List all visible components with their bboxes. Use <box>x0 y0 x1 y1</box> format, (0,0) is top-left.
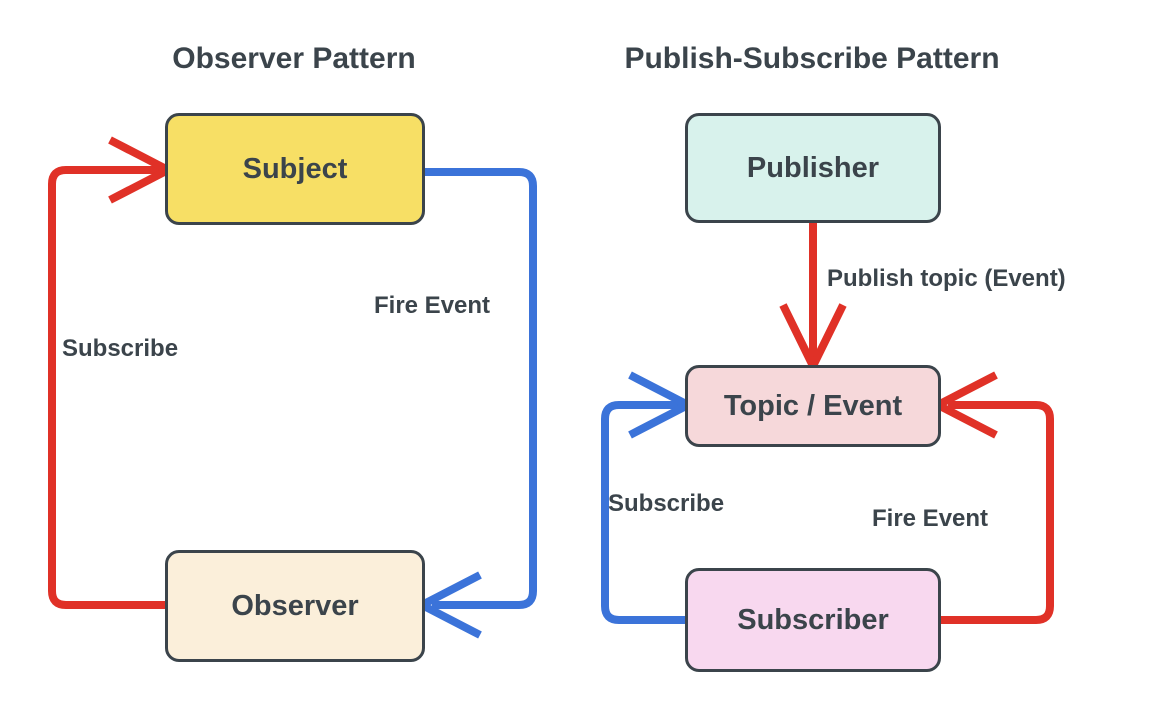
edge-observer-subscribe <box>48 136 177 609</box>
edge-label-subscriber-fire-event: Fire Event <box>872 505 989 532</box>
node-topic-event[interactable]: Topic / Event <box>685 365 941 447</box>
panel-title-pubsub: Publish-Subscribe Pattern <box>624 42 1000 75</box>
panel-title-observer: Observer Pattern <box>172 42 416 75</box>
edge-observer-fire-event <box>413 168 537 639</box>
node-observer-label: Observer <box>231 589 359 622</box>
node-subscriber-label: Subscriber <box>737 603 889 636</box>
node-subject[interactable]: Subject <box>165 113 425 225</box>
edge-label-observer-fire-event: Fire Event <box>374 292 491 319</box>
node-publisher-label: Publisher <box>746 151 880 184</box>
edge-publish-topic <box>779 223 847 376</box>
edge-label-observer-subscribe: Subscribe <box>62 335 179 362</box>
node-topic-event-label: Topic / Event <box>723 389 903 422</box>
node-publisher[interactable]: Publisher <box>685 113 941 223</box>
edge-label-publish-topic: Publish topic (Event) <box>827 265 1066 292</box>
node-observer[interactable]: Observer <box>165 550 425 662</box>
node-subject-label: Subject <box>242 152 348 185</box>
node-subscriber[interactable]: Subscriber <box>685 568 941 672</box>
edge-subscriber-fire-event <box>929 371 1054 624</box>
edge-label-subscriber-subscribe: Subscribe <box>608 490 725 517</box>
